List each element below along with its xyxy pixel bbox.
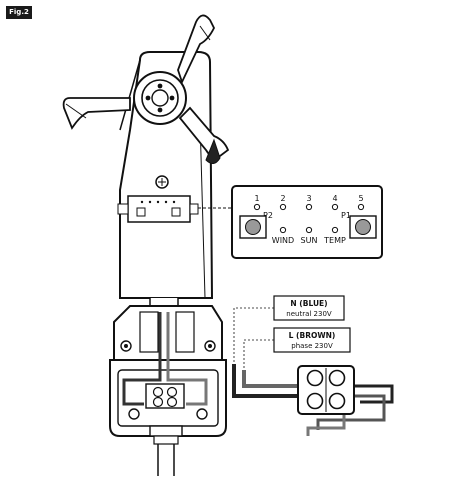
position-5-label: 5 — [358, 194, 363, 203]
position-2-led — [279, 203, 287, 211]
temp-label: TEMP — [323, 236, 346, 245]
wiring-callouts: N (BLUE) neutral 230V L (BROWN) phase 23… — [232, 295, 394, 436]
wind-label: WIND — [272, 236, 294, 245]
junction-box — [109, 305, 227, 476]
terminal-block — [297, 365, 355, 415]
position-4-label: 4 — [332, 194, 337, 203]
position-5-led — [357, 203, 365, 211]
temp-led — [331, 226, 339, 234]
phase-desc: phase 230V — [291, 342, 333, 350]
button-p2-label: P2 — [263, 211, 273, 220]
position-3-label: 3 — [306, 194, 311, 203]
control-panel-callout: 1 2 3 4 5 P2 P1 WIND SUN TEMP — [231, 185, 383, 259]
position-4-led — [331, 203, 339, 211]
position-1-label: 1 — [254, 194, 259, 203]
neutral-desc: neutral 230V — [286, 310, 332, 318]
wind-led — [279, 226, 287, 234]
sun-led — [305, 226, 313, 234]
neutral-label-box — [273, 295, 345, 321]
figure-label: Fig.2 — [6, 6, 32, 19]
position-1-led — [253, 203, 261, 211]
neutral-title: N (BLUE) — [290, 299, 327, 308]
position-2-label: 2 — [280, 194, 285, 203]
anemometer-cups — [62, 14, 230, 164]
button-p1-label: P1 — [341, 211, 351, 220]
sun-label: SUN — [301, 236, 318, 245]
position-3-led — [305, 203, 313, 211]
phase-title: L (BROWN) — [289, 331, 336, 340]
